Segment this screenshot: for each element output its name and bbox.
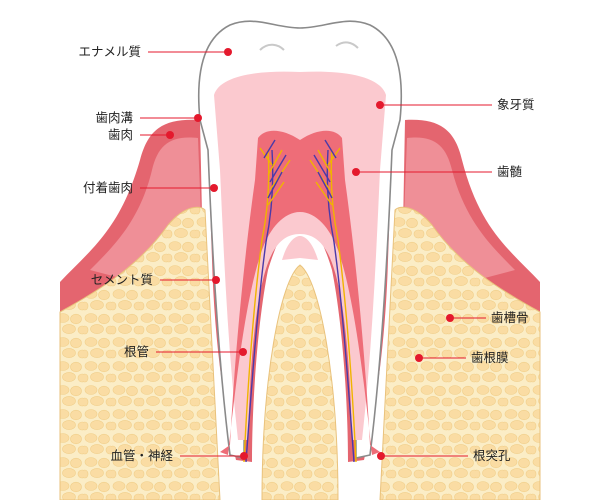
label-periodontal-ligament: 歯根膜 bbox=[415, 350, 509, 365]
label-cementum: セメント質 bbox=[91, 272, 220, 287]
cementum-label: セメント質 bbox=[91, 272, 153, 287]
dentin-label: 象牙質 bbox=[497, 97, 535, 112]
label-apical-foramen: 根突孔 bbox=[377, 448, 511, 463]
label-gingival-sulcus: 歯肉溝 bbox=[95, 110, 202, 125]
enamel-label: エナメル質 bbox=[78, 44, 141, 59]
root-canal-label: 根管 bbox=[124, 344, 149, 359]
apical-foramen-label: 根突孔 bbox=[473, 448, 511, 463]
enamel-cusp-line-left bbox=[259, 43, 285, 51]
pulp bbox=[220, 130, 380, 456]
periodontal-ligament-label: 歯根膜 bbox=[471, 350, 509, 365]
label-gingiva: 歯肉 bbox=[108, 127, 174, 142]
label-attached-gingiva: 付着歯肉 bbox=[83, 180, 218, 195]
label-pulp: 歯髄 bbox=[352, 164, 523, 179]
label-dentin: 象牙質 bbox=[376, 97, 535, 112]
label-root-canal: 根管 bbox=[124, 344, 247, 359]
gingival-sulcus-label: 歯肉溝 bbox=[95, 110, 133, 125]
alveolar-bone-label: 歯槽骨 bbox=[491, 310, 529, 325]
gingiva-label: 歯肉 bbox=[108, 127, 133, 142]
label-enamel: エナメル質 bbox=[78, 44, 232, 59]
attached-gingiva-label: 付着歯肉 bbox=[83, 180, 133, 195]
label-vessels-nerves: 血管・神経 bbox=[110, 448, 248, 463]
pulp-label: 歯髄 bbox=[497, 164, 523, 179]
alveolar-bone-right bbox=[379, 206, 541, 501]
vessels-nerves-label: 血管・神経 bbox=[110, 448, 173, 463]
label-alveolar-bone: 歯槽骨 bbox=[446, 310, 529, 325]
alveolar-bone-center bbox=[261, 264, 339, 501]
root-dentin-center bbox=[282, 236, 318, 260]
nerves-vessels bbox=[243, 139, 357, 463]
enamel-cusp-line-right bbox=[335, 41, 359, 49]
